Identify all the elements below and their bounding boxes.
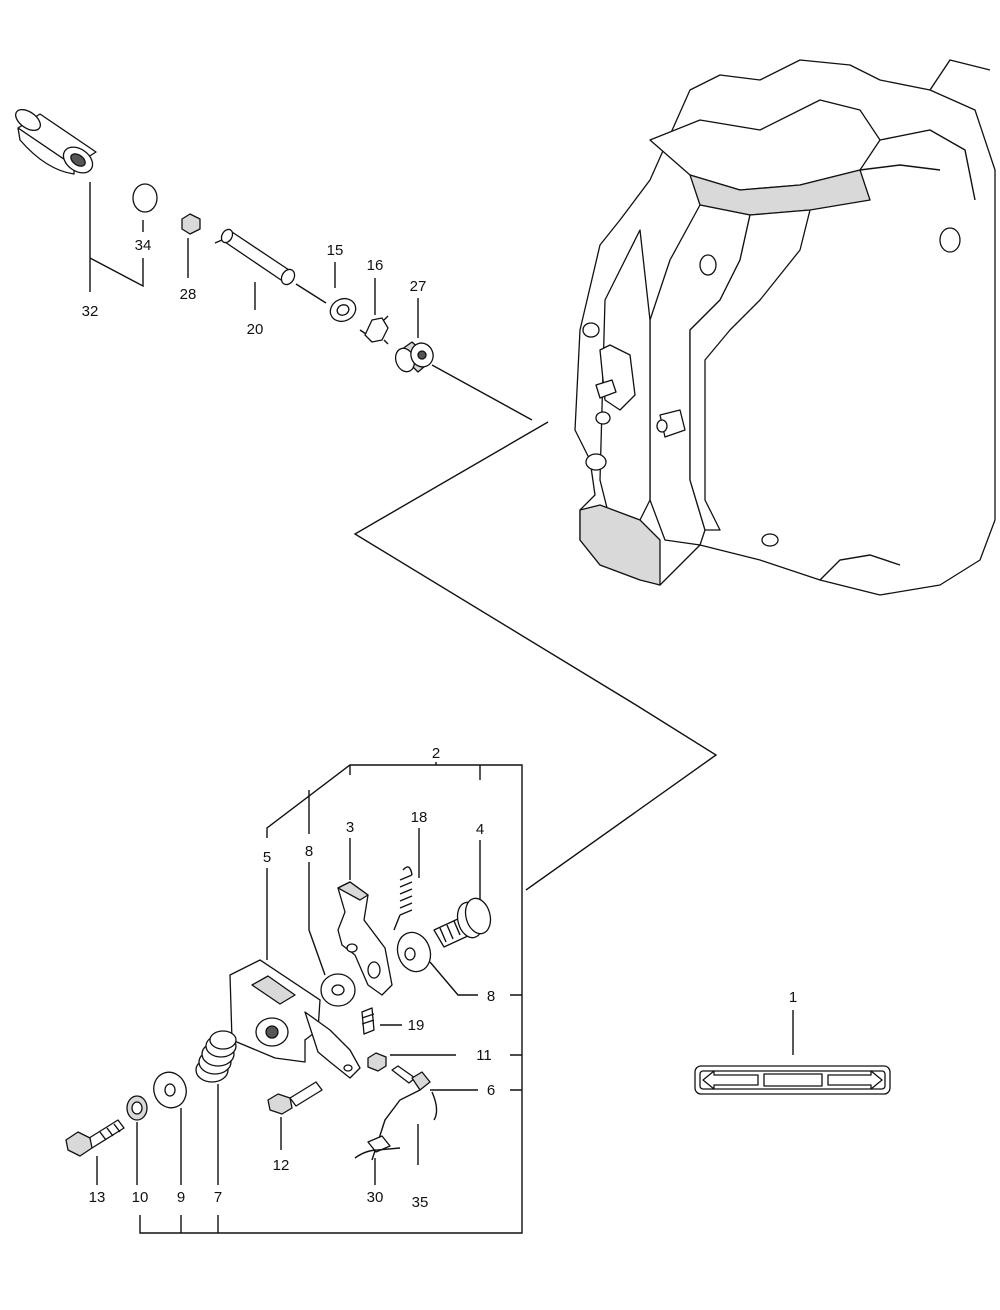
callout-12: 12: [273, 1157, 290, 1174]
callout-7: 7: [214, 1189, 222, 1206]
callout-27: 27: [410, 278, 427, 295]
bottom-leader-lines: [96, 838, 481, 1185]
callout-6: 6: [487, 1082, 495, 1099]
callout-20: 20: [247, 321, 264, 338]
part-20-pin: [214, 228, 296, 286]
callout-15: 15: [327, 242, 344, 259]
assembly-guide-line: [353, 421, 718, 891]
axis-line-top: [295, 283, 327, 304]
part-30-clamp: [354, 1135, 401, 1159]
part-32-sleeve: [14, 108, 97, 175]
callout-4: 4: [476, 821, 484, 838]
part-4-bolt: [433, 897, 492, 948]
part-19-spring: [361, 1007, 375, 1035]
callout-10: 10: [132, 1189, 149, 1206]
callout-3: 3: [346, 819, 354, 836]
top-left-leader-lines: [89, 182, 419, 338]
part-15-washer: [329, 297, 357, 323]
callout-34: 34: [135, 237, 152, 254]
callout-5: 5: [263, 849, 271, 866]
callout-11: 11: [476, 1047, 492, 1064]
part-1-direction-label: [694, 1010, 891, 1095]
callout-13: 13: [89, 1189, 106, 1206]
part-6-screw: [391, 1065, 431, 1091]
callout-8-left: 8: [305, 843, 313, 860]
part-13-bolt: [65, 1119, 125, 1157]
part-28-nut: [181, 213, 201, 235]
part-5-plate: [229, 959, 361, 1079]
engine-crankcase: [574, 59, 996, 596]
part-8-washer-left: [320, 973, 356, 1007]
callout-30: 30: [367, 1189, 384, 1206]
callout-16: 16: [367, 257, 384, 274]
callout-35: 35: [412, 1194, 429, 1211]
assembly-2-bracket-lines: [139, 762, 523, 1234]
callout-18: 18: [411, 809, 428, 826]
part-27-collar: [394, 341, 434, 373]
part-12-bolt: [267, 1081, 323, 1115]
part-7-spring: [195, 1030, 237, 1083]
shaft-guide-line: [431, 364, 533, 421]
callout-1: 1: [789, 989, 797, 1006]
part-10-nut: [126, 1095, 148, 1121]
part-16-clip: [359, 315, 389, 345]
callout-9: 9: [177, 1189, 185, 1206]
part-3-lever: [337, 881, 393, 996]
callout-2: 2: [432, 745, 440, 762]
callout-labels: 1 2 3 4 5 6 7 8 8 9 10 11 12 13 15 16 18…: [82, 237, 798, 1211]
part-11-nut: [367, 1052, 387, 1072]
part-8-washer-right: [396, 931, 432, 973]
part-9-washer: [153, 1071, 187, 1109]
part-34-o-ring: [132, 183, 158, 213]
callout-8-right: 8: [487, 988, 495, 1005]
part-18-spring: [393, 866, 413, 931]
callout-19: 19: [408, 1017, 425, 1034]
callout-32: 32: [82, 303, 99, 320]
callout-28: 28: [180, 286, 197, 303]
